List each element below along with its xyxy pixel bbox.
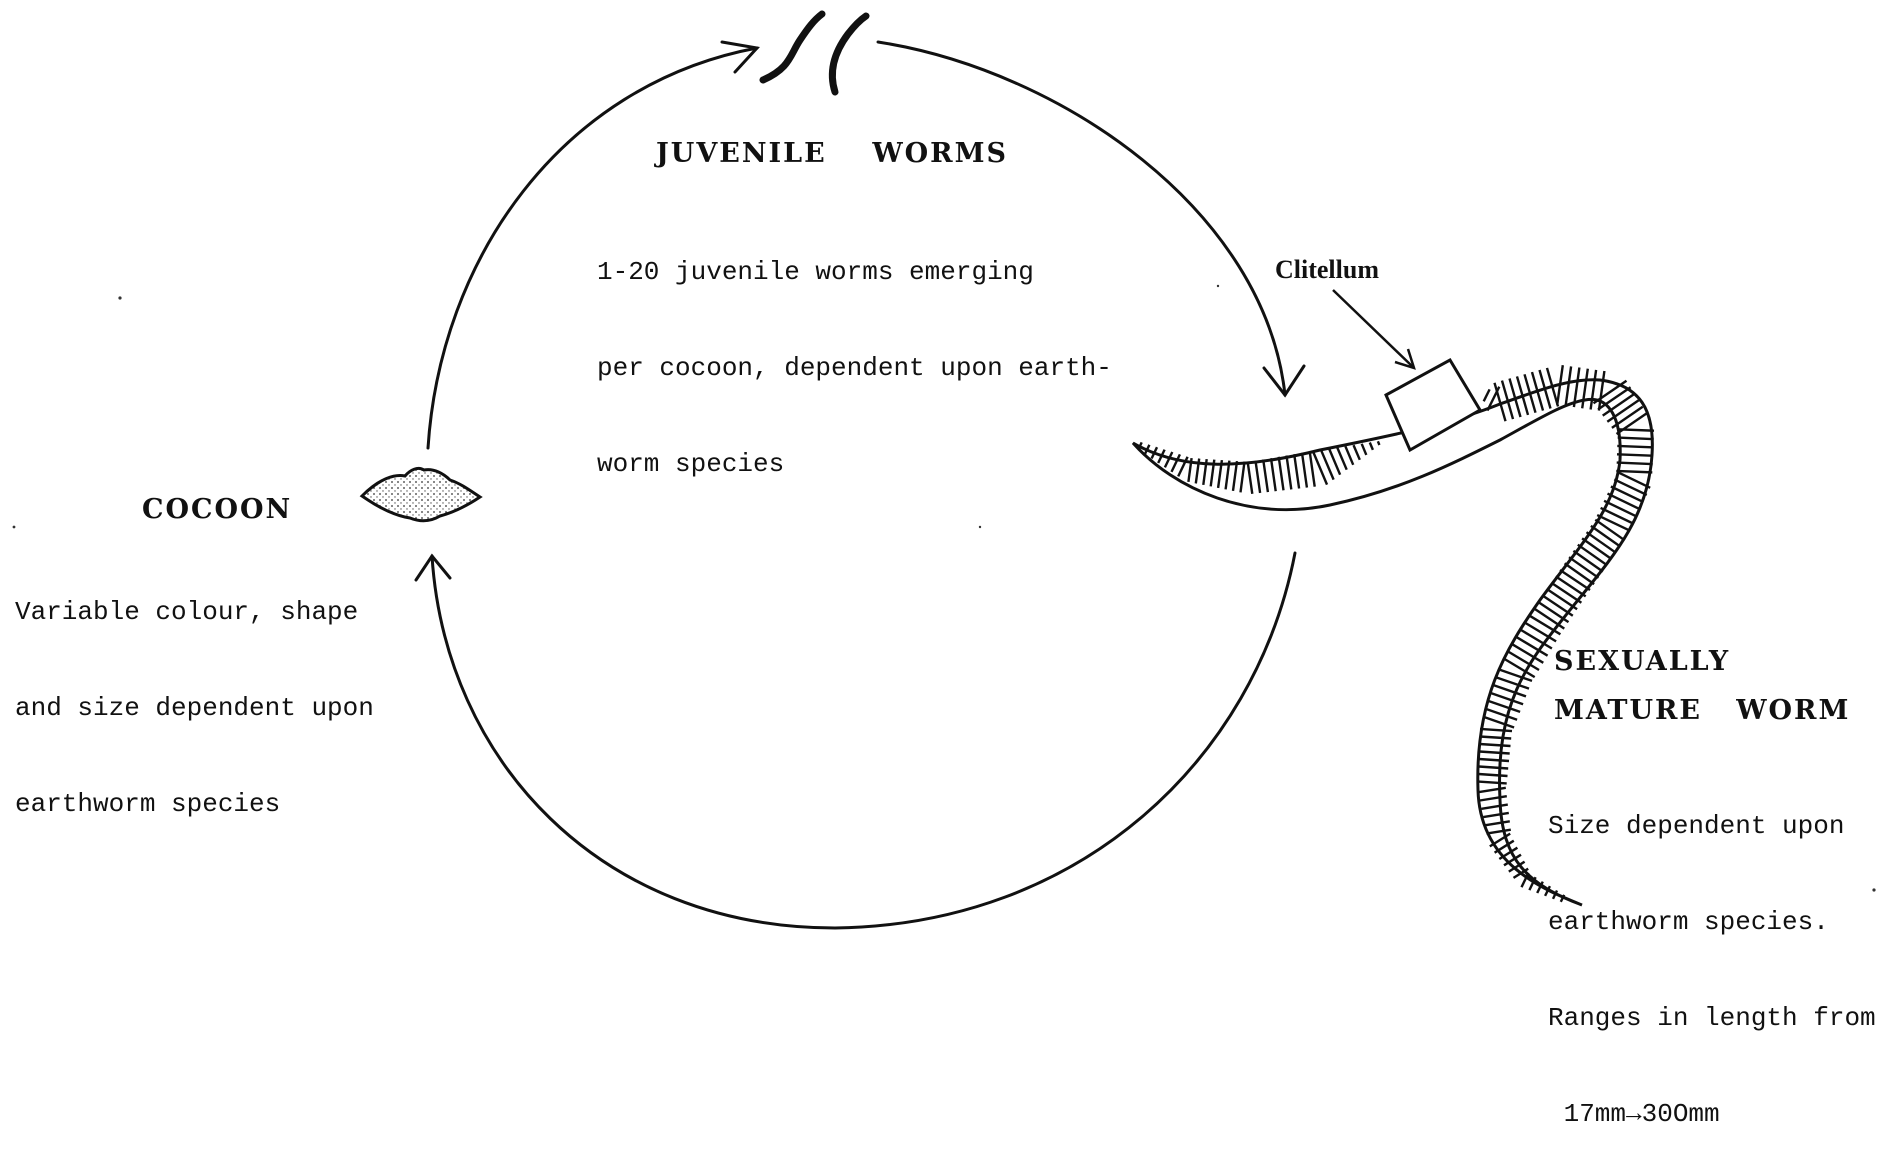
juvenile-line: 1-20 juvenile worms emerging xyxy=(597,256,1112,288)
cocoon-title: COCOON xyxy=(142,496,292,523)
worm-segment-ring xyxy=(1617,454,1653,455)
clitellum-pointer xyxy=(1333,290,1414,368)
juvenile-worms-icon xyxy=(763,14,866,92)
juvenile-worms-title: JUVENILE WORMS xyxy=(656,140,1008,167)
mature-line: Size dependent upon xyxy=(1548,810,1876,842)
mature-worm-title-line2: MATURE WORM xyxy=(1554,697,1850,724)
arrowhead-juvenile xyxy=(722,42,757,72)
mature-line: 17mm→30Omm xyxy=(1548,1098,1876,1130)
worm-segment-ring xyxy=(1617,446,1653,448)
cocoon-line: Variable colour, shape xyxy=(15,596,374,628)
cocoon-line: and size dependent upon xyxy=(15,692,374,724)
worm-segment-ring xyxy=(1617,463,1653,465)
mature-line: earthworm species. xyxy=(1548,906,1876,938)
mature-worm-title-line1: SEXUALLY xyxy=(1554,648,1730,675)
juvenile-worms-description: 1-20 juvenile worms emerging per cocoon,… xyxy=(597,192,1112,512)
mature-worm-description: Size dependent upon earthworm species. R… xyxy=(1548,746,1876,1162)
worm-segment-ring xyxy=(1618,438,1654,440)
clitellum-label: Clitellum xyxy=(1275,255,1379,285)
worm-segment-ring xyxy=(1378,441,1380,445)
juvenile-line: worm species xyxy=(597,448,1112,480)
cocoon-line: earthworm species xyxy=(15,788,374,820)
worm-segment-ring xyxy=(1618,429,1654,430)
worm-segment-ring xyxy=(1484,389,1490,401)
mature-line: Ranges in length from xyxy=(1548,1002,1876,1034)
juvenile-line: per cocoon, dependent upon earth- xyxy=(597,352,1112,384)
worm-segment-ring xyxy=(1616,471,1652,473)
cocoon-description: Variable colour, shape and size dependen… xyxy=(15,532,374,852)
arc-mature-to-cocoon xyxy=(432,553,1295,928)
cocoon-icon xyxy=(362,468,480,520)
